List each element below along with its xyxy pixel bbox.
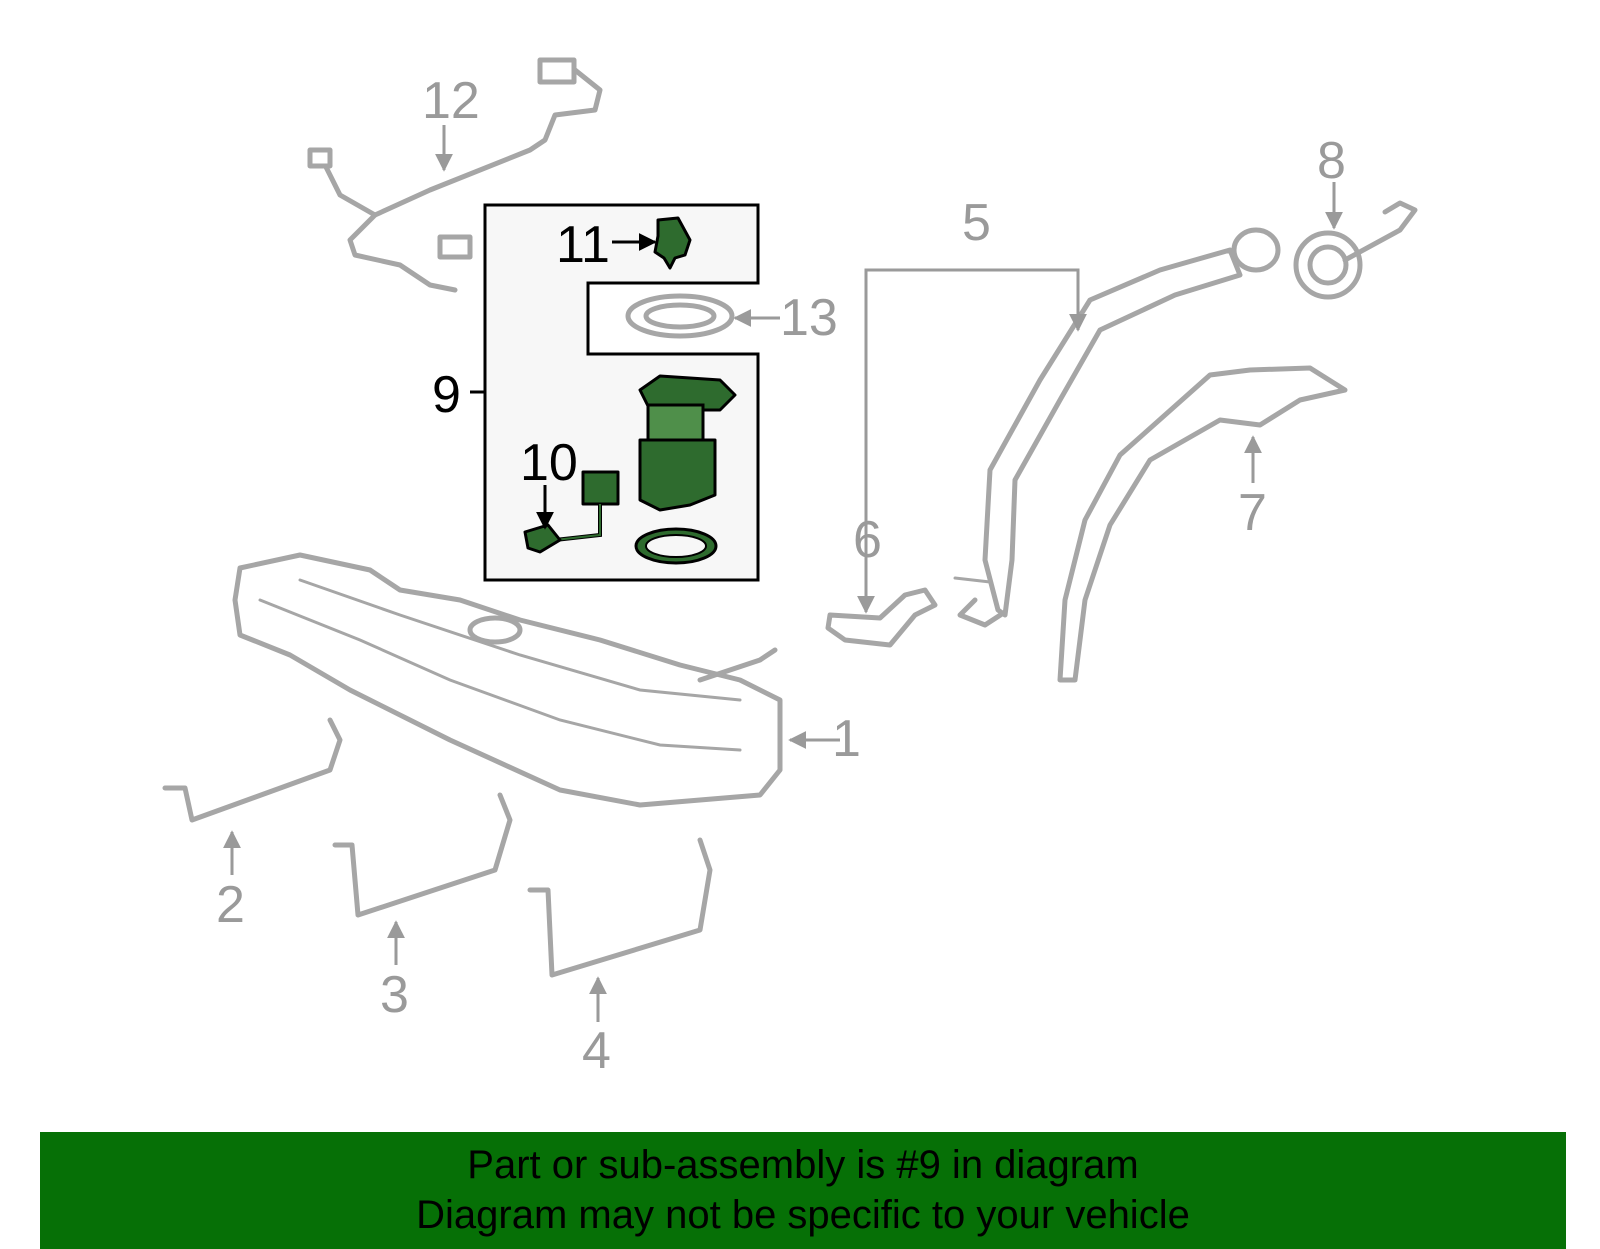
callout-12: 12 (422, 72, 480, 130)
banner-line-2: Diagram may not be specific to your vehi… (416, 1193, 1190, 1237)
fuel-pump-module-part (634, 374, 737, 565)
filler-pipe-part (953, 227, 1281, 628)
fuel-tank-part (232, 552, 783, 808)
callout-4: 4 (582, 1022, 611, 1080)
callout-11: 11 (556, 216, 610, 274)
strap-3-part (332, 792, 513, 918)
heat-shield-7-part (1057, 365, 1348, 683)
seal-ring-13-part (625, 293, 735, 339)
leader-5-6 (864, 268, 1087, 595)
wiring-harness-part (307, 57, 603, 293)
strap-2-part (162, 717, 343, 823)
callout-5: 5 (962, 194, 991, 252)
sending-unit-10-part (523, 470, 620, 554)
callout-1: 1 (832, 710, 861, 768)
callout-9: 9 (432, 366, 461, 424)
hose-6-part (825, 587, 938, 648)
callout-3: 3 (380, 966, 409, 1024)
notice-banner: Part or sub-assembly is #9 in diagram Di… (40, 1132, 1566, 1249)
callout-7: 7 (1238, 484, 1267, 542)
strap-4-part (527, 837, 713, 978)
callout-2: 2 (216, 876, 245, 934)
callout-13: 13 (780, 289, 838, 347)
callout-8: 8 (1317, 132, 1346, 190)
banner-line-1: Part or sub-assembly is #9 in diagram (467, 1143, 1139, 1187)
callout-6: 6 (853, 511, 882, 569)
callout-10: 10 (520, 434, 578, 492)
fuel-cap-8-part (1293, 200, 1418, 300)
